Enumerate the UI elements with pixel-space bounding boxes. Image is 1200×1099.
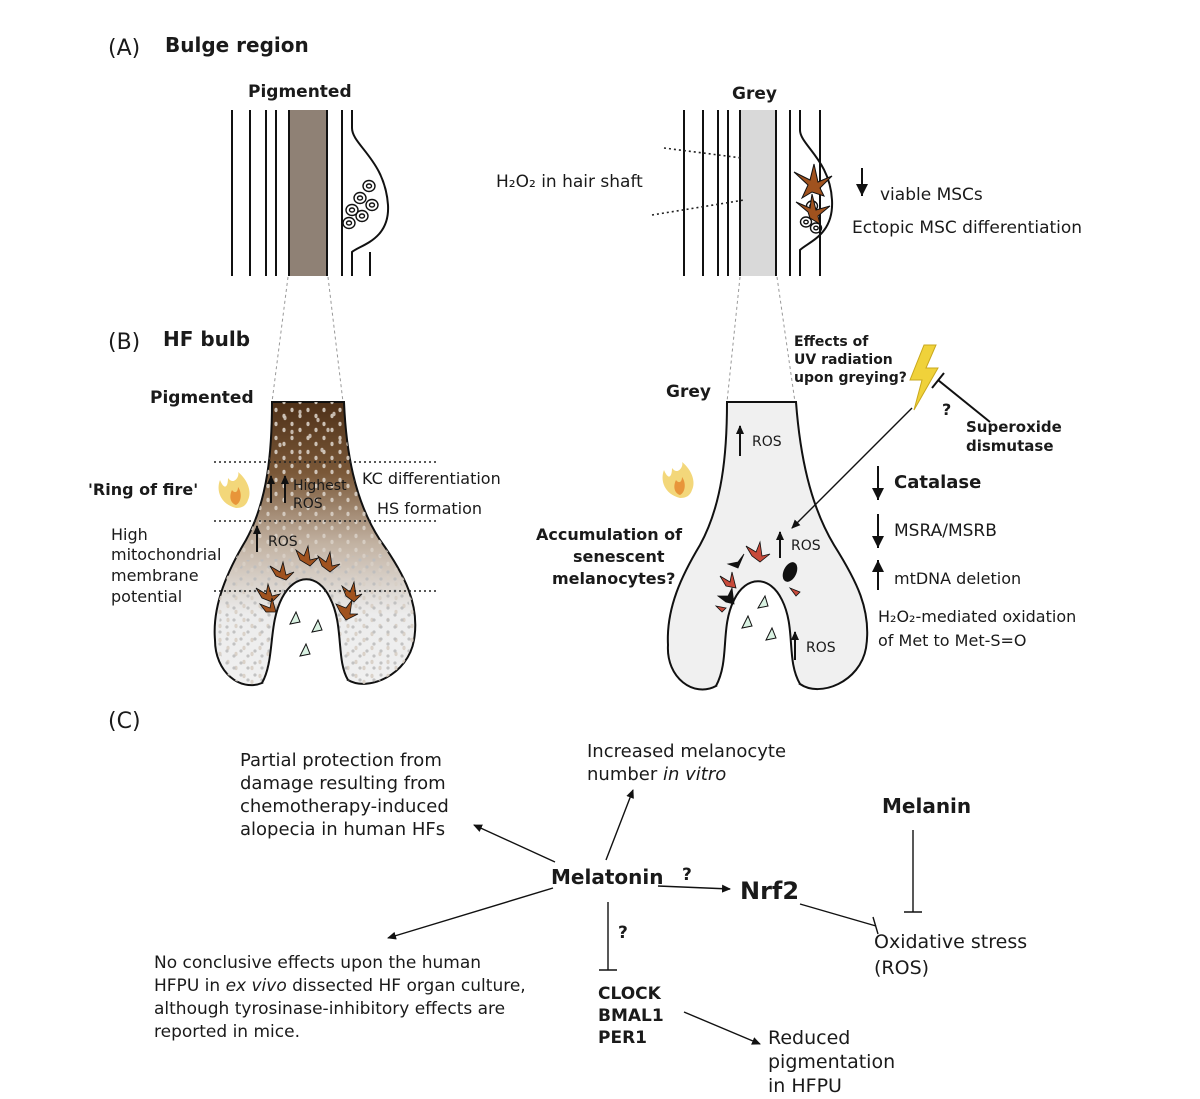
clock-label: CLOCK: [598, 984, 662, 1004]
high-mito-line-4: potential: [111, 587, 182, 606]
panel-a: (A) Bulge region Pigmented Grey: [108, 33, 1082, 276]
highest-label: Highest: [293, 478, 347, 494]
melanin-label: Melanin: [882, 794, 971, 818]
h2o2-leader-bottom: [651, 199, 745, 216]
sod-line-1: Superoxide: [966, 418, 1062, 436]
viable-mscs-label: viable MSCs: [880, 185, 983, 205]
sod-inhibit-bar: [931, 372, 945, 389]
senescent-melanocytes: [714, 540, 801, 613]
arrow-melatonin-no-conclusive: [387, 887, 554, 940]
panel-c: (C) Partial protection from damage resul…: [108, 709, 1027, 1097]
ectopic-msc-label: Ectopic MSC differentiation: [852, 218, 1082, 238]
catalase-label: Catalase: [894, 472, 981, 493]
accumulation-line-2: senescent: [573, 547, 665, 566]
arrow-melatonin-nrf2: [657, 884, 731, 893]
pigmented-hf-bulb: [213, 401, 417, 687]
pigmented-bulge-follicle: [231, 110, 390, 276]
zoom-guides: [271, 276, 796, 403]
per1-label: PER1: [598, 1028, 647, 1048]
grey-flame-icon: [662, 462, 694, 498]
reduced-line-1: Reduced: [768, 1027, 850, 1049]
ros-label-grey-2: ROS: [791, 538, 821, 554]
grey-hf-bulb: [666, 401, 869, 691]
h2o2-hair-shaft-label: H₂O₂ in hair shaft: [496, 172, 643, 192]
nrf2-question-mark: ?: [682, 865, 692, 885]
uv-to-ros-arrow: [791, 407, 913, 529]
accumulation-line-1: Accumulation of: [536, 525, 683, 544]
partial-line-3: chemotherapy-induced: [240, 796, 449, 817]
clock-question-mark: ?: [618, 923, 628, 943]
melatonin-label: Melatonin: [551, 865, 663, 889]
uv-line-2: UV radiation: [794, 352, 893, 368]
grey-bulge-follicle: [683, 110, 834, 276]
high-mito-line-3: membrane: [111, 566, 199, 585]
oxidative-stress-line-1: Oxidative stress: [874, 931, 1027, 953]
ring-of-fire-label: 'Ring of fire': [88, 480, 198, 499]
bulb-melanocytes: [255, 544, 363, 621]
ring-of-fire-flame-icon: [218, 472, 250, 508]
msra-msrb-label: MSRA/MSRB: [894, 521, 997, 541]
no-conclusive-line-1: No conclusive effects upon the human: [154, 953, 481, 973]
bmal1-label: BMAL1: [598, 1006, 664, 1026]
arrow-melatonin-increased: [605, 789, 634, 861]
no-conclusive-line-4: reported in mice.: [154, 1022, 300, 1042]
uv-line-3: upon greying?: [794, 370, 907, 386]
panel-a-letter: (A): [108, 36, 140, 61]
inhibit-nrf2-oxidative-bar: [872, 916, 879, 935]
oxidative-stress-line-2: (ROS): [874, 957, 929, 979]
sod-line-2: dismutase: [966, 437, 1054, 455]
panel-b-title: HF bulb: [163, 327, 250, 351]
h2o2-oxidation-line-1: H₂O₂-mediated oxidation: [878, 607, 1076, 626]
ectopic-melanocytes: [793, 163, 833, 226]
increased-line-2: number in vitro: [587, 764, 726, 785]
grey-label-b: Grey: [666, 382, 711, 402]
uv-question-mark: ?: [942, 400, 951, 419]
increased-line-1: Increased melanocyte: [587, 741, 786, 762]
panel-a-title: Bulge region: [165, 33, 309, 57]
panel-c-letter: (C): [108, 709, 141, 734]
nrf2-label: Nrf2: [740, 877, 799, 905]
no-conclusive-line-3: although tyrosinase-inhibitory effects a…: [154, 999, 505, 1019]
pigmented-label-b: Pigmented: [150, 388, 254, 408]
uv-line-1: Effects of: [794, 334, 869, 350]
kc-differentiation-label: KC differentiation: [362, 469, 501, 488]
stem-cell-cluster: [342, 179, 379, 230]
h2o2-oxidation-line-2: of Met to Met-S=O: [878, 631, 1027, 650]
accumulation-line-3: melanocytes?: [552, 569, 675, 588]
grey-hair-shaft: [740, 110, 776, 276]
h2o2-leader-top: [663, 147, 743, 159]
grey-label-a: Grey: [732, 84, 777, 104]
partial-line-4: alopecia in human HFs: [240, 819, 445, 840]
panel-b: (B) HF bulb Pigmented Grey: [88, 327, 1076, 691]
high-mito-line-2: mitochondrial: [111, 545, 221, 564]
mtdna-label: mtDNA deletion: [894, 569, 1021, 588]
highest-ros-label: ROS: [293, 496, 323, 512]
panel-b-letter: (B): [108, 330, 140, 355]
reduced-line-3: in HFPU: [768, 1075, 842, 1097]
high-mito-line-1: High: [111, 525, 148, 544]
partial-line-1: Partial protection from: [240, 750, 442, 771]
inhibit-nrf2-oxidative: [799, 903, 877, 927]
pigmented-hair-shaft: [289, 110, 327, 276]
ros-label-grey-1: ROS: [752, 434, 782, 450]
no-conclusive-line-2: HFPU in ex vivo dissected HF organ cultu…: [154, 976, 526, 996]
arrow-clock-reduced: [683, 1011, 761, 1045]
sod-inhibit-line: [937, 379, 991, 423]
pigmented-label-a: Pigmented: [248, 82, 352, 102]
hs-formation-label: HS formation: [377, 499, 482, 518]
partial-line-2: damage resulting from: [240, 773, 446, 794]
arrow-melatonin-partial: [473, 824, 556, 863]
ros-label-grey-3: ROS: [806, 640, 836, 656]
reduced-line-2: pigmentation: [768, 1051, 895, 1073]
ros-label-pig: ROS: [268, 534, 298, 550]
uv-lightning-icon: [909, 344, 939, 411]
